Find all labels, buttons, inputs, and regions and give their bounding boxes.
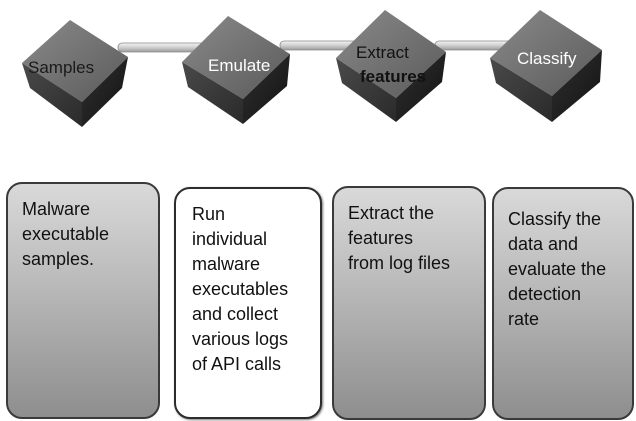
description-box-emulate: Run individual malware executables and c… bbox=[174, 187, 322, 419]
stage-cube-extract-features: Extract features bbox=[336, 10, 446, 122]
description-box-samples: Malware executable samples. bbox=[6, 182, 160, 419]
stage-label-features: features bbox=[360, 67, 426, 86]
description-text-emulate: Run individual malware executables and c… bbox=[192, 204, 289, 374]
description-box-extract: Extract the features from log files bbox=[332, 186, 486, 420]
stage-cube-emulate: Emulate bbox=[182, 16, 290, 124]
stage-label-samples: Samples bbox=[28, 58, 94, 77]
description-text-classify: Classify the data and evaluate the detec… bbox=[508, 209, 607, 329]
stage-label-classify: Classify bbox=[517, 49, 577, 68]
description-text-extract: Extract the features from log files bbox=[348, 203, 451, 273]
stage-cube-classify: Classify bbox=[490, 10, 602, 122]
stage-label-extract: Extract bbox=[356, 43, 409, 62]
description-box-classify: Classify the data and evaluate the detec… bbox=[492, 187, 634, 420]
stage-cube-samples: Samples bbox=[22, 20, 128, 127]
stage-label-emulate: Emulate bbox=[208, 56, 270, 75]
description-text-samples: Malware executable samples. bbox=[22, 199, 110, 269]
